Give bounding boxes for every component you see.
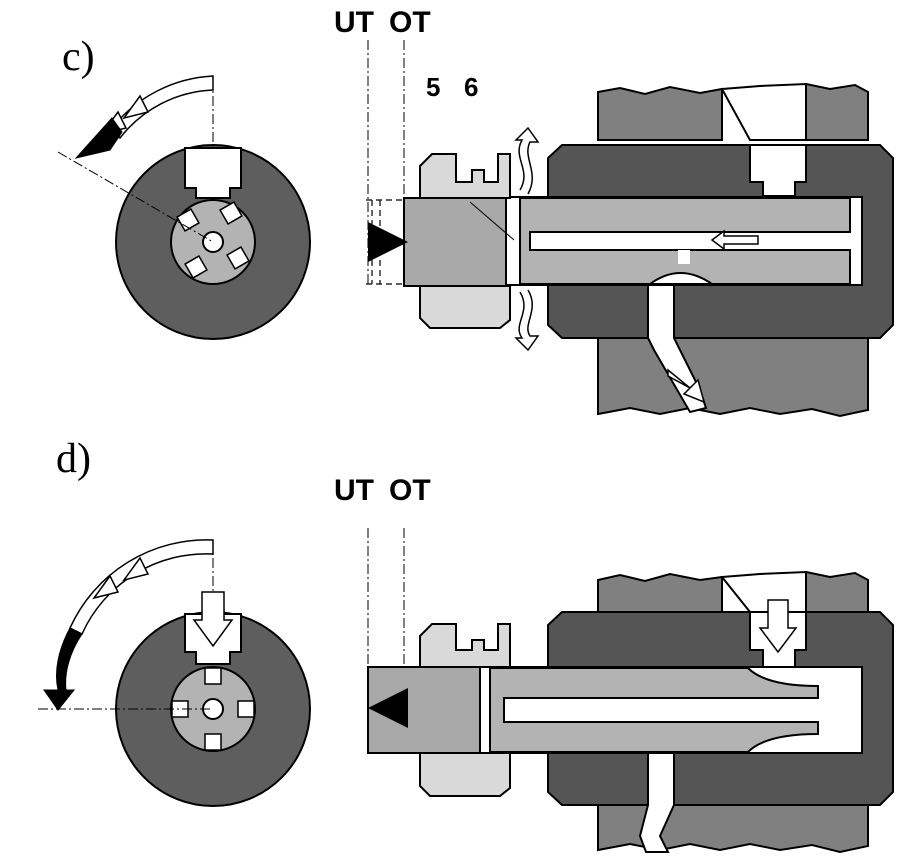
housing-bottom	[597, 337, 869, 418]
housing-top-right	[805, 570, 869, 613]
metering-slot	[219, 201, 243, 225]
plunger-neck	[479, 666, 491, 754]
metering-slot	[204, 733, 222, 751]
inlet-channel	[720, 570, 807, 613]
rotation-arrowhead-icon	[43, 627, 83, 711]
plunger-head	[403, 197, 507, 287]
spill-port-gap	[678, 250, 690, 264]
control-collar-bottom	[419, 752, 511, 797]
housing-bottom	[597, 803, 869, 854]
outlet-flow-arrow-icon	[667, 368, 706, 404]
spill-flow-arrow-down-icon	[514, 289, 540, 352]
rotor-section-c	[57, 75, 311, 340]
rotation-chevron-icon	[122, 556, 150, 582]
metering-slot	[176, 208, 200, 232]
metering-slot	[204, 667, 222, 685]
panel-c-tdc-label: OT	[389, 6, 431, 39]
rotor-section-d	[38, 539, 311, 807]
outlet-channel	[647, 284, 708, 414]
panel-c-bdc-label: UT	[334, 6, 374, 39]
control-collar-bottom	[419, 285, 511, 329]
central-bore	[202, 231, 224, 253]
pump-section-d	[367, 528, 894, 854]
control-collar-top	[419, 153, 511, 199]
part-number-6: 6	[464, 72, 478, 102]
outlet-channel	[638, 752, 675, 853]
plunger-body	[489, 667, 819, 753]
spill-port-cutout	[646, 272, 716, 285]
panel-c: c) UT OT 5 6	[57, 6, 894, 418]
part-number-5: 5	[426, 72, 440, 102]
panel-c-label: c)	[62, 34, 95, 80]
panel-d: d) UT OT	[38, 436, 894, 854]
housing-top-left	[597, 85, 723, 141]
inlet-flow-arrow-icon	[192, 591, 234, 648]
inlet-flow-arrow-icon	[758, 599, 798, 654]
plunger-body	[519, 197, 851, 285]
housing-top-left	[597, 572, 723, 613]
inlet-channel	[720, 82, 807, 141]
pump-section-c	[366, 40, 894, 418]
panel-d-label: d)	[56, 436, 91, 482]
internal-flow-arrow-icon	[710, 229, 759, 251]
housing-top-right	[805, 82, 869, 141]
inlet-port-slot	[184, 147, 242, 199]
metering-slot	[226, 246, 250, 270]
rotation-centreline	[57, 151, 214, 243]
rotation-chevron-icon	[122, 94, 150, 120]
spill-flow-arrow-up-icon	[514, 126, 540, 195]
control-collar-top	[419, 623, 511, 668]
metering-slot	[237, 700, 255, 718]
panel-d-tdc-label: OT	[389, 474, 431, 507]
panel-d-bdc-label: UT	[334, 474, 374, 507]
rotation-arc	[111, 75, 214, 140]
metering-slot	[184, 255, 208, 279]
rotation-chevron-icon	[92, 574, 120, 600]
part-6-leader	[469, 201, 515, 241]
rotation-arrowhead-icon	[74, 117, 123, 159]
